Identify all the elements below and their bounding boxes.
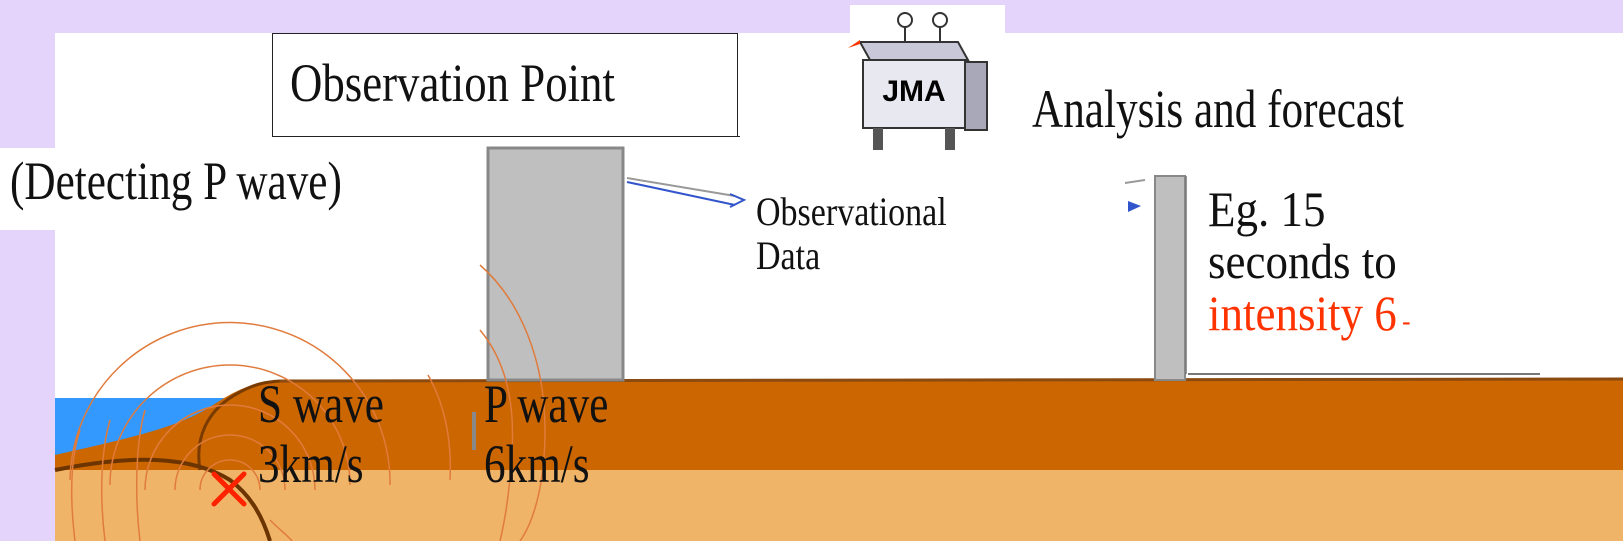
observation-point-box — [272, 33, 738, 136]
p-wave-marker — [472, 412, 476, 450]
detecting-label-background — [0, 148, 470, 230]
ground-lower — [55, 470, 1623, 541]
observation-building — [486, 146, 625, 382]
observation-point-box-bottom — [272, 136, 740, 137]
eg-line2: seconds to — [1208, 233, 1397, 289]
incoming-arrow-icon — [1124, 179, 1146, 212]
epicenter-x-icon — [211, 471, 247, 507]
p-wave-name: P wave — [484, 374, 609, 434]
analysis-forecast-label: Analysis and forecast — [1032, 79, 1404, 139]
p-wave-label: P wave 6km/s — [484, 374, 608, 494]
intensity-dash: - — [1402, 306, 1411, 337]
data-arrow-icon — [626, 177, 747, 208]
s-wave-name: S wave — [258, 374, 384, 434]
seismic-waves — [69, 264, 546, 541]
intensity-text: intensity 6 — [1208, 285, 1397, 341]
s-wave-label: S wave 3km/s — [258, 374, 384, 494]
observational-data-line2: Data — [756, 233, 821, 278]
antenna-icon — [897, 12, 948, 43]
jma-building-icon — [848, 5, 1005, 150]
ground-surface-line — [279, 377, 1623, 383]
observation-point-label: Observation Point — [290, 53, 615, 113]
eg-line3: intensity 6- — [1208, 287, 1411, 348]
eg-line1: Eg. 15 — [1208, 181, 1326, 237]
p-wave-speed: 6km/s — [484, 434, 590, 494]
s-wave-speed: 3km/s — [258, 434, 364, 494]
example-warning-label: Eg. 15 seconds to intensity 6- — [1208, 183, 1411, 348]
coast-edge — [197, 379, 281, 471]
ground-upper — [55, 380, 1623, 470]
observational-data-line1: Observational — [756, 189, 947, 234]
observational-data-label: Observational Data — [756, 190, 947, 278]
receiving-building — [1154, 175, 1186, 381]
detecting-p-wave-label: (Detecting P wave) — [10, 151, 342, 211]
